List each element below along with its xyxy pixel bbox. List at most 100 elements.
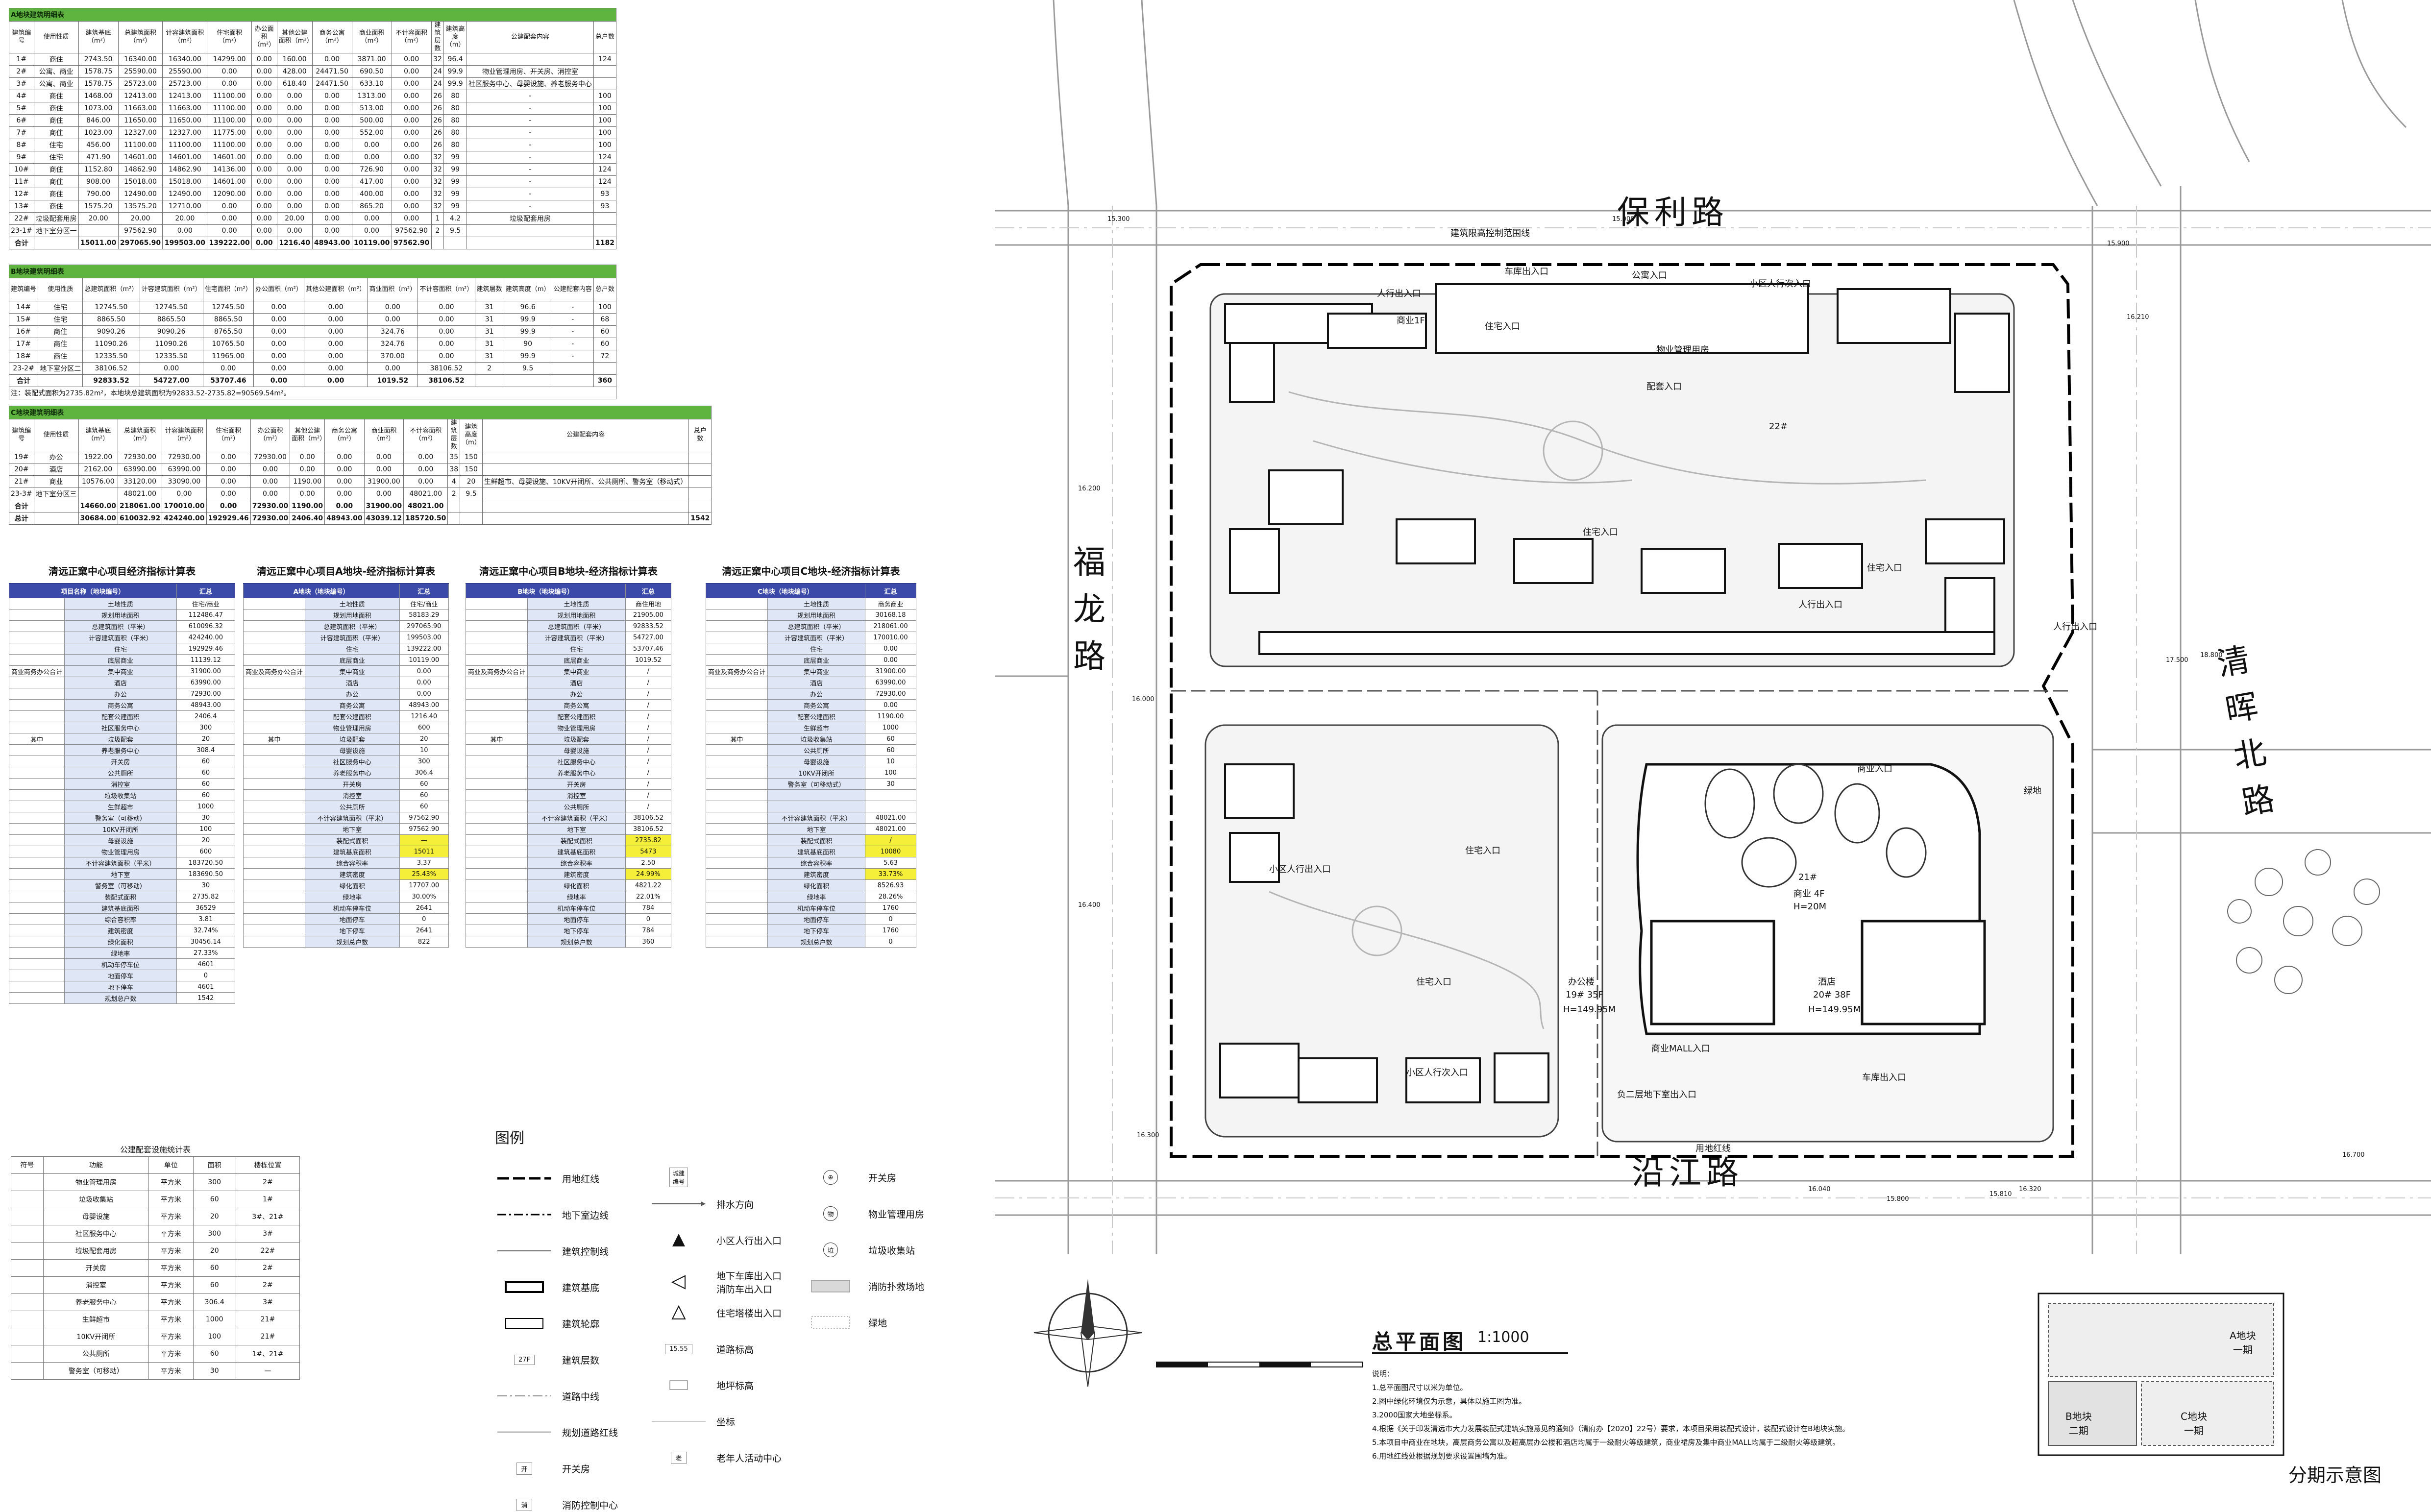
table-cell: 母婴设施 [64,834,177,846]
table-cell [243,654,306,666]
table-cell: 14136.00 [207,163,252,176]
table-cell: 93 [593,188,617,200]
table-cell: 9# [9,151,34,164]
table-cell: 14601.00 [118,151,163,164]
site-red-line [1170,263,2075,1158]
table-cell: 母婴设施 [305,744,400,756]
table-cell: 20.00 [78,212,119,225]
site-plan-drawing [995,0,2431,1456]
table-b-buildings: B地块建筑明细表建筑编号使用性质总建筑面积（m²）计容建筑面积（m²）住宅面积（… [8,265,617,399]
legend-title: 图例 [495,1130,524,1147]
table-cell: 公寓、商业 [33,77,79,90]
table-cell [474,374,504,387]
table-cell: 0.00 [351,151,392,164]
table-cell: 0.00 [312,188,352,200]
table-cell: 31 [474,313,504,326]
note-line: 6.用地红线处根据规划要求设置围墙为准。 [1372,1452,1512,1461]
table-cell: 12335.50 [82,350,140,363]
table-cell: 99.9 [443,65,467,78]
table-cell [482,463,689,476]
table-cell: 14862.90 [118,163,163,176]
table-cell: 0.00 [391,212,432,225]
table-cell: 97562.90 [391,237,432,249]
table-cell: 38106.52 [417,362,475,375]
table-cell: 26 [431,139,444,151]
table-cell [33,237,79,249]
table-cell: 38106.52 [625,812,672,824]
table-cell: 150 [460,463,483,476]
legend-item: 物物业管理用房 [804,1206,924,1221]
table-cell: 1578.75 [78,77,119,90]
table-cell [8,744,65,756]
table-cell [8,834,65,846]
table-cell [593,212,617,225]
table-cell: 2735.82 [176,891,236,902]
table-cell: 0.00 [324,451,365,463]
table-cell: 0.00 [202,362,254,375]
table-cell: 总户数 [593,21,617,53]
table-cell: 60 [176,778,236,790]
table-cell [8,710,65,722]
table-row: 消控室/ [465,789,672,801]
table-cell: 0.00 [251,65,277,78]
table-cell: 土地性质 [527,598,626,610]
elevation-label: 15.800 [1887,1195,1909,1203]
table-cell: 192929.46 [176,643,236,655]
table-cell: 14601.00 [162,151,208,164]
table-cell: 428.00 [276,65,313,78]
table-row: 商务公寓/ [465,699,672,711]
table-cell: 31900.00 [865,665,916,677]
table-cell: 住宅面积（m²） [206,419,251,451]
table-cell: 31 [474,301,504,314]
table-cell: - [466,90,594,102]
table-cell [465,913,528,925]
legend-label: 建筑层数 [562,1355,600,1366]
table-cell: 汇总 [399,583,449,598]
table-cell: 0.00 [391,77,432,90]
table-cell: 48943.00 [399,699,449,711]
table-row: 土地性质商住用地 [465,598,672,610]
table-cell: 60 [399,789,449,801]
table-cell: 218061.00 [118,500,163,512]
table-cell: 垃圾配套用房 [43,1242,149,1260]
table-cell: 10KV开闭所 [767,767,866,779]
table-cell: 平方米 [148,1345,194,1363]
econ-total-table: 清远正窠中心项目经济指标计算表项目名称（地块编号）汇总土地性质住宅/商业规划用地… [8,558,236,1004]
table-cell: 0.00 [312,53,352,66]
legend-symbol-icon [652,1378,706,1392]
table-row: 计容建筑面积（平米）170010.00 [705,632,916,643]
legend-symbol-icon: 开 [497,1461,551,1476]
table-cell: 0.00 [391,102,432,115]
table-cell: 0.00 [251,151,277,164]
table-cell: 99 [443,163,467,176]
table-cell [8,756,65,767]
table-cell [688,488,712,500]
table-cell: 183720.50 [176,857,236,869]
table-cell: 绿地率 [305,891,400,902]
table-cell: 建筑层数 [474,278,504,301]
phase-diagram [2038,1293,2284,1456]
table-cell: 配套公建面积 [64,710,177,722]
plan-label: 住宅入口 [1583,527,1618,537]
table-cell [11,1276,44,1294]
table-cell: 0.00 [251,114,277,127]
table-cell: 8# [9,139,34,151]
table-cell [465,609,528,621]
table-cell [465,722,528,733]
table-cell: 15# [8,313,39,326]
table-cell [8,801,65,812]
legend-symbol-icon [497,1280,551,1294]
table-cell [688,463,712,476]
